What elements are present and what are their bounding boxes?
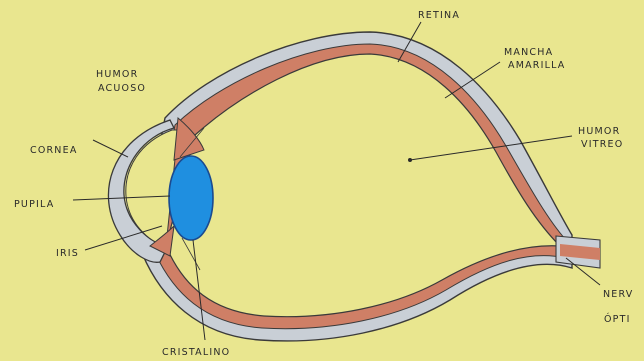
lens-cristalino xyxy=(169,156,213,240)
humor-vitreo-dot xyxy=(408,158,412,162)
leader-cornea xyxy=(93,140,128,157)
label-humor-acuoso-line1: HUMOR xyxy=(96,69,138,80)
label-iris: IRIS xyxy=(56,248,79,259)
label-humor-acuoso-line2: ACUOSO xyxy=(98,83,146,94)
label-humor-vitreo-line1: HUMOR xyxy=(578,126,620,137)
label-mancha-amarilla-line2: AMARILLA xyxy=(508,60,566,71)
label-nervio-optico-line2: ÓPTI xyxy=(604,313,631,325)
label-pupila: PUPILA xyxy=(14,199,54,210)
label-nervio-optico-line1: NERV xyxy=(603,289,634,300)
label-cristalino: CRISTALINO xyxy=(162,347,230,358)
label-cornea: CORNEA xyxy=(30,145,78,156)
label-humor-vitreo-line2: VITREO xyxy=(581,139,623,150)
label-retina: RETINA xyxy=(418,10,460,21)
label-mancha-amarilla-line1: MANCHA xyxy=(504,47,553,58)
